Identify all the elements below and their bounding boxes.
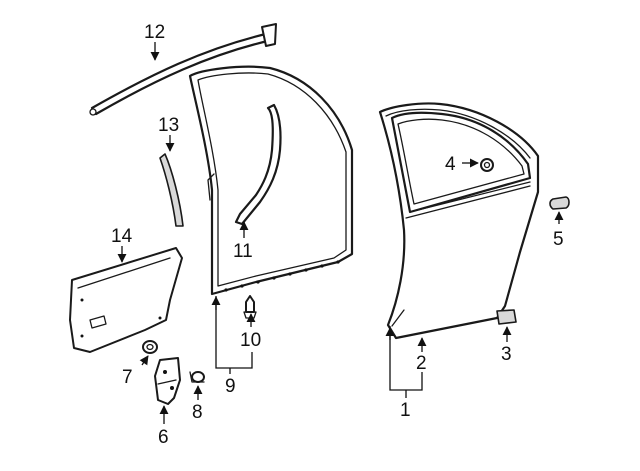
part-1-door-shell <box>378 102 540 340</box>
part-7-plug <box>142 340 158 354</box>
part-4-clip <box>480 158 494 172</box>
part-11-inner-weatherstrip <box>234 103 282 226</box>
part-5-pad <box>549 196 570 210</box>
part-12-drip-molding <box>89 23 277 116</box>
callout-14: 14 <box>111 226 133 247</box>
callout-8: 8 <box>192 402 203 423</box>
callout-11: 11 <box>233 241 253 262</box>
part-6-hinge <box>154 357 181 405</box>
part-8-bolt <box>189 371 205 383</box>
callout-4: 4 <box>445 154 456 175</box>
leader-7 <box>139 355 149 366</box>
callout-13: 13 <box>158 115 179 136</box>
part-9-weatherstrip <box>188 65 354 296</box>
weatherstrip-clip-dots <box>224 260 340 292</box>
callout-12: 12 <box>144 22 165 43</box>
leader-lines <box>117 42 564 424</box>
callout-2: 2 <box>416 353 427 374</box>
callout-5: 5 <box>553 229 564 250</box>
callout-10: 10 <box>240 330 261 351</box>
part-13-pillar-garnish <box>159 153 184 227</box>
callout-labels: 12 13 14 11 10 9 7 6 8 4 5 3 2 1 <box>111 22 564 448</box>
callout-1: 1 <box>400 400 411 421</box>
callout-3: 3 <box>501 344 512 365</box>
part-10-clip <box>243 295 257 319</box>
callout-7: 7 <box>122 367 133 388</box>
leader-9 <box>215 296 253 369</box>
part-14-trim-panel <box>69 247 183 353</box>
callout-6: 6 <box>158 427 169 448</box>
callout-9: 9 <box>225 376 236 397</box>
part-3-cushion <box>496 309 517 325</box>
